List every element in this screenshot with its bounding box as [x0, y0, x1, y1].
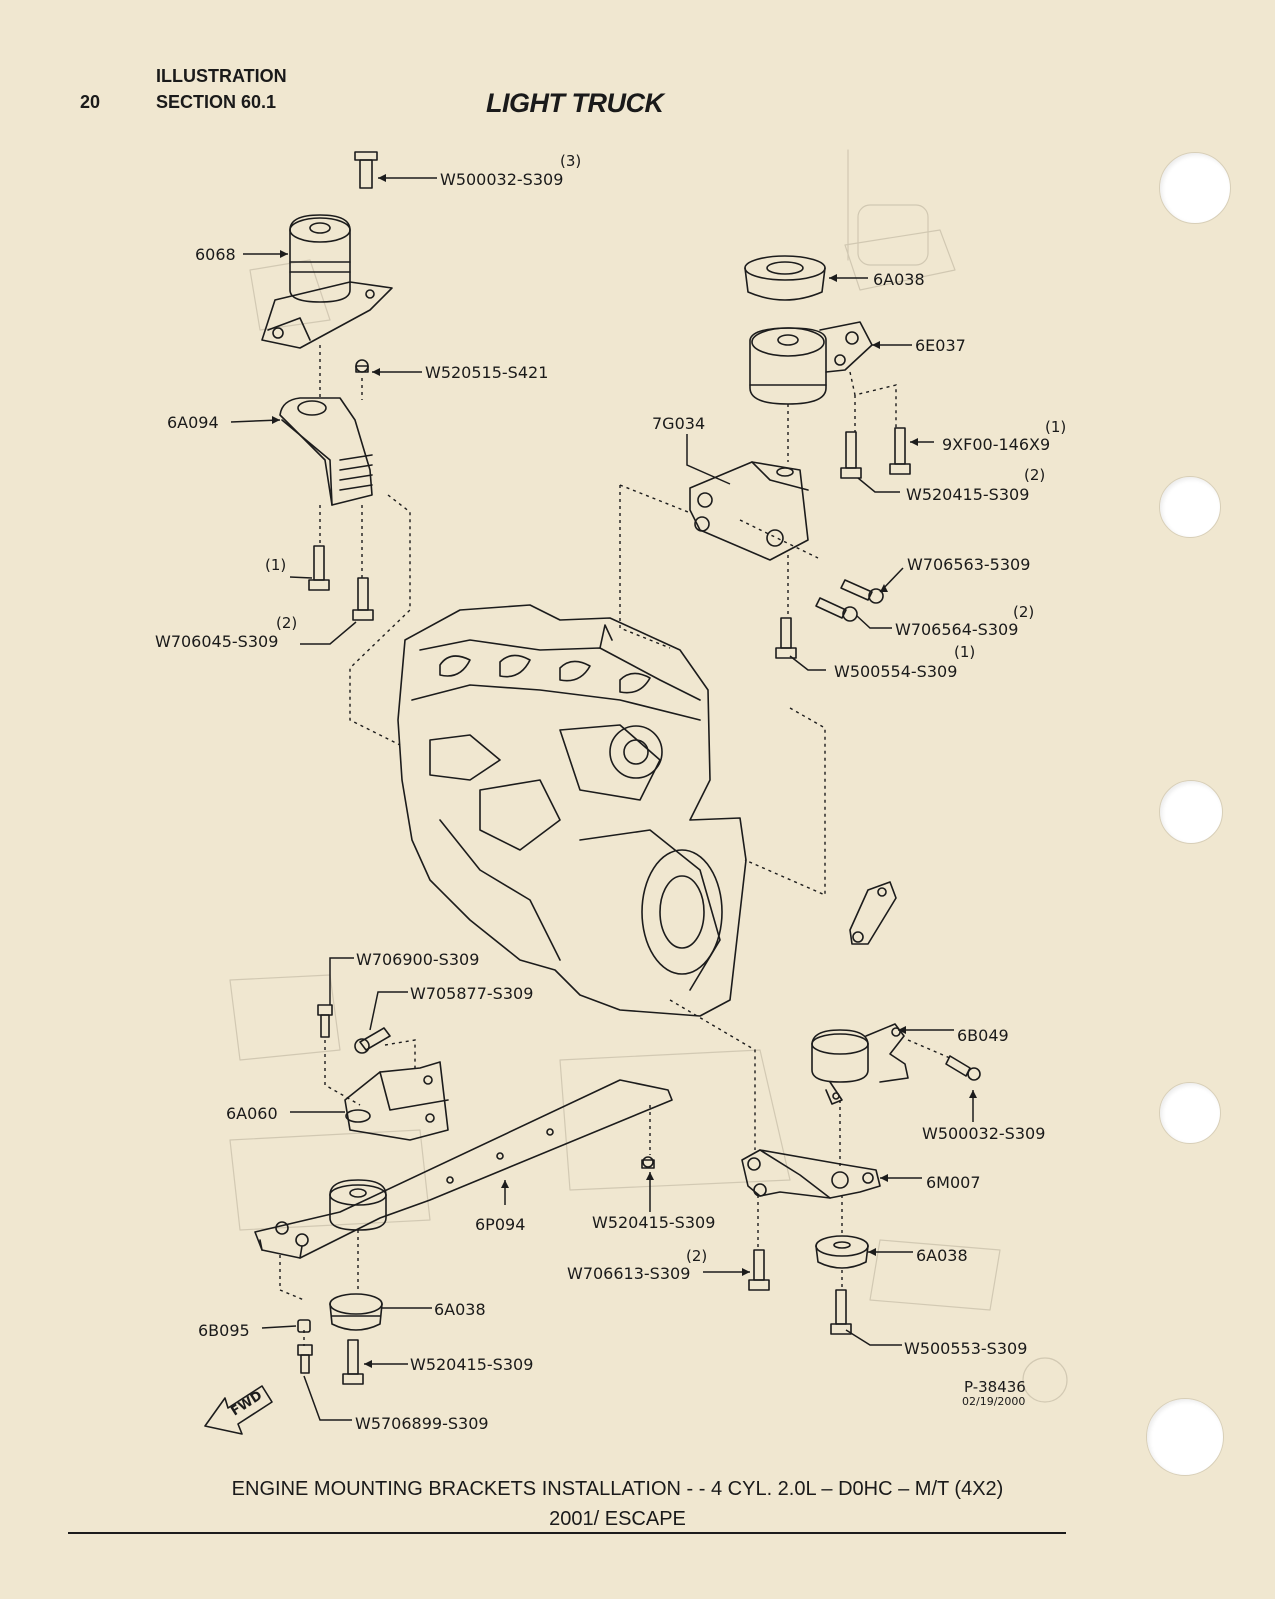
fwd-text: FWD [228, 1388, 265, 1419]
label-7g034: 7G034 [652, 414, 706, 433]
qty-left-bolt: (1) [265, 556, 287, 574]
label-6m007: 6M007 [926, 1173, 981, 1192]
page-number: 20 [80, 92, 101, 112]
label-6b049: 6B049 [957, 1026, 1009, 1045]
page-title: LIGHT TRUCK [486, 88, 664, 118]
qty-w706613: (2) [686, 1247, 708, 1265]
label-w520415-right: W520415-S309 [906, 485, 1030, 504]
label-w706613: W706613-S309 [567, 1264, 691, 1283]
fwd-arrow-icon [204, 1385, 273, 1435]
bracket-6M007 [741, 1149, 881, 1199]
figure-caption: ENGINE MOUNTING BRACKETS INSTALLATION - … [231, 1478, 1004, 1500]
bolt-w500553 [830, 1289, 852, 1335]
qty-w500032-top: (3) [560, 152, 582, 170]
insulator-6A038-left [329, 1293, 383, 1331]
label-6a038-top: 6A038 [873, 270, 925, 289]
label-w706564: W706564-S309 [895, 620, 1019, 639]
vehicle-model: 2001/ ESCAPE [549, 1508, 686, 1530]
qty-w706045: (2) [276, 614, 298, 632]
figure-date: 02/19/2000 [962, 1395, 1026, 1408]
label-w705877: W705877-S309 [410, 984, 534, 1003]
bolts-lower-left [317, 1004, 391, 1054]
label-w706045: W706045-S309 [155, 632, 279, 651]
figure-number: P-38436 [964, 1378, 1026, 1396]
binder-hole [1146, 1398, 1224, 1476]
label-w520515: W520515-S421 [425, 363, 549, 382]
arrowheads [272, 174, 977, 1368]
label-6e037: 6E037 [915, 336, 966, 355]
label-6a094: 6A094 [167, 413, 219, 432]
crossmember-6P094 [254, 1079, 673, 1259]
bracket-6A060 [344, 1061, 449, 1141]
label-6a038-bottom-left: 6A038 [434, 1300, 486, 1319]
label-6a060: 6A060 [226, 1104, 278, 1123]
label-w520415-mid: W520415-S309 [592, 1213, 716, 1232]
bleed-through-ghost [229, 149, 1068, 1403]
engine-block [397, 604, 747, 1017]
label-w500032-right: W500032-S309 [922, 1124, 1046, 1143]
label-9xf00: 9XF00-146X9 [942, 435, 1051, 454]
link-bracket [849, 881, 897, 945]
label-6a038-bottom-right: 6A038 [916, 1246, 968, 1265]
insulator-6A038-top [744, 255, 826, 301]
binder-hole [1159, 780, 1223, 844]
footer-rule [68, 1532, 1066, 1534]
mount-6068 [261, 151, 393, 349]
label-6p094: 6P094 [475, 1215, 526, 1234]
label-w520415-bottom: W520415-S309 [410, 1355, 534, 1374]
qty-9xf00: (1) [1045, 418, 1067, 436]
qty-w500554: (1) [954, 643, 976, 661]
alignment-lines [279, 345, 951, 1346]
label-w706563: W706563-5309 [907, 555, 1031, 574]
right-bolts [775, 427, 911, 659]
label-w500553: W500553-S309 [904, 1339, 1028, 1358]
label-w500032-top: W500032-S309 [440, 170, 564, 189]
qty-w706564: (2) [1013, 603, 1035, 621]
binder-hole [1159, 1082, 1221, 1144]
insulator-6A038-right [815, 1235, 869, 1269]
illustration-label: ILLUSTRATION [156, 66, 287, 86]
label-w5706899: W5706899-S309 [355, 1414, 489, 1433]
label-6068: 6068 [195, 245, 236, 264]
fasteners-bottom-left [297, 1156, 770, 1385]
mount-6B049 [811, 1023, 981, 1105]
qty-w520415-right: (2) [1024, 466, 1046, 484]
leader-lines [230, 177, 974, 1421]
label-6b095: 6B095 [198, 1321, 250, 1340]
mount-6E037 [749, 321, 873, 405]
left-bolts [308, 545, 374, 621]
label-w706900: W706900-S309 [356, 950, 480, 969]
section-label: SECTION 60.1 [156, 92, 277, 112]
binder-hole [1159, 476, 1221, 538]
bracket-6A094 [279, 359, 373, 506]
binder-hole [1159, 152, 1231, 224]
label-w500554: W500554-S309 [834, 662, 958, 681]
bracket-7G034 [689, 461, 809, 561]
